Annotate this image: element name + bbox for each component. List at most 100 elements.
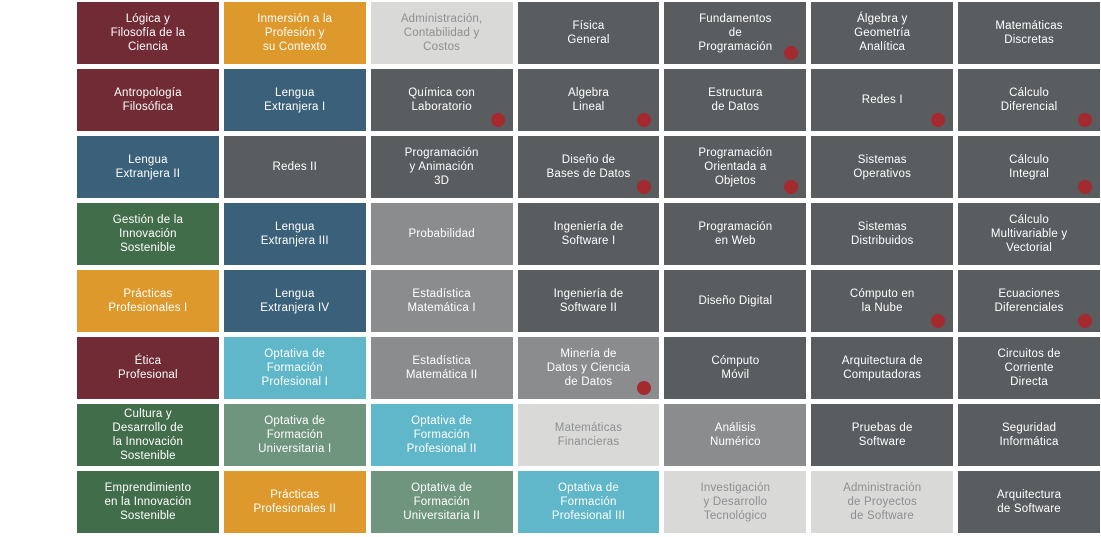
- course-tile[interactable]: Cultura y Desarrollo de la Innovación So…: [77, 404, 219, 466]
- course-tile[interactable]: Optativa de Formación Profesional III: [517, 471, 660, 533]
- course-tile[interactable]: Optativa de Formación Universitaria I: [223, 404, 366, 466]
- course-tile[interactable]: Investigación y Desarrollo Tecnológico: [664, 471, 807, 533]
- status-dot-icon: [931, 113, 946, 127]
- course-tile[interactable]: Antropología Filosófica: [77, 69, 219, 131]
- course-title: Estadística Matemática II: [405, 355, 478, 381]
- course-tile[interactable]: Cálculo Integral: [958, 136, 1100, 198]
- course-tile[interactable]: Diseño Digital: [664, 270, 807, 332]
- course-title: Inmersión a la Profesión y su Contexto: [257, 13, 333, 53]
- course-title: Ingeniería de Software I: [553, 221, 624, 247]
- course-title: Gestión de la Innovación Sostenible: [112, 214, 184, 254]
- course-tile[interactable]: Probabilidad: [370, 203, 513, 265]
- course-tile[interactable]: Administración, Contabilidad y Costos: [370, 2, 513, 64]
- course-tile[interactable]: Prácticas Profesionales I: [77, 270, 219, 332]
- course-title: Arquitectura de Computadoras: [841, 355, 923, 381]
- course-tile[interactable]: Circuitos de Corriente Directa: [958, 337, 1100, 399]
- course-tile[interactable]: Ética Profesional: [77, 337, 219, 399]
- course-tile[interactable]: Sistemas Distribuidos: [811, 203, 954, 265]
- course-title: Redes II: [272, 161, 317, 173]
- course-tile[interactable]: Lógica y Filosofía de la Ciencia: [77, 2, 219, 64]
- course-tile[interactable]: Matemáticas Discretas: [958, 2, 1100, 64]
- course-title: Antropología Filosófica: [114, 87, 182, 113]
- course-title: Redes I: [861, 94, 903, 106]
- course-title: Optativa de Formación Profesional II: [406, 415, 477, 455]
- course-tile[interactable]: Física General: [517, 2, 660, 64]
- course-title: Probabilidad: [408, 228, 475, 240]
- course-tile[interactable]: Redes I: [811, 69, 954, 131]
- course-title: Cultura y Desarrollo de la Innovación So…: [112, 408, 184, 462]
- course-tile[interactable]: Lengua Extranjera I: [223, 69, 366, 131]
- course-tile[interactable]: Optativa de Formación Universitaria II: [370, 471, 513, 533]
- course-title: Sistemas Distribuidos: [850, 221, 914, 247]
- course-title: Matemáticas Financieras: [554, 422, 623, 448]
- course-tile[interactable]: Cómputo en la Nube: [811, 270, 954, 332]
- status-dot-icon: [1078, 180, 1092, 194]
- course-tile[interactable]: Redes II: [223, 136, 366, 198]
- course-title: Análisis Numérico: [709, 422, 761, 448]
- course-title: Química con Laboratorio: [408, 87, 476, 113]
- course-tile[interactable]: Fundamentos de Programación: [664, 2, 807, 64]
- course-tile[interactable]: Lengua Extranjera IV: [223, 270, 366, 332]
- course-tile[interactable]: Prácticas Profesionales II: [223, 471, 366, 533]
- course-title: Física General: [567, 20, 610, 46]
- course-title: Optativa de Formación Profesional III: [551, 482, 626, 522]
- course-tile[interactable]: Programación y Animación 3D: [370, 136, 513, 198]
- course-title: Cálculo Multivariable y Vectorial: [990, 214, 1068, 254]
- course-tile[interactable]: Inmersión a la Profesión y su Contexto: [223, 2, 366, 64]
- status-dot-icon: [784, 46, 799, 60]
- course-tile[interactable]: Estadística Matemática I: [370, 270, 513, 332]
- course-title: Prácticas Profesionales II: [253, 489, 336, 515]
- course-title: Sistemas Operativos: [853, 154, 912, 180]
- course-title: Cálculo Integral: [1009, 154, 1050, 180]
- course-title: Fundamentos de Programación: [698, 13, 773, 53]
- course-tile[interactable]: Pruebas de Software: [811, 404, 954, 466]
- course-title: Programación Orientada a Objetos: [698, 147, 773, 187]
- course-tile[interactable]: Estructura de Datos: [664, 69, 807, 131]
- status-dot-icon: [1078, 314, 1092, 328]
- course-tile[interactable]: Optativa de Formación Profesional II: [370, 404, 513, 466]
- course-title: Administración, Contabilidad y Costos: [400, 13, 483, 53]
- status-dot-icon: [784, 180, 799, 194]
- course-tile[interactable]: Minería de Datos y Ciencia de Datos: [517, 337, 660, 399]
- course-tile[interactable]: Análisis Numérico: [664, 404, 807, 466]
- course-title: Cómputo en la Nube: [849, 288, 915, 314]
- course-title: Minería de Datos y Ciencia de Datos: [546, 348, 631, 388]
- course-title: Lógica y Filosofía de la Ciencia: [110, 13, 186, 53]
- course-title: Lengua Extranjera IV: [260, 288, 330, 314]
- course-tile[interactable]: Programación Orientada a Objetos: [664, 136, 807, 198]
- course-tile[interactable]: Seguridad Informática: [958, 404, 1100, 466]
- course-tile[interactable]: Química con Laboratorio: [370, 69, 513, 131]
- course-title: Arquitectura de Software: [996, 489, 1062, 515]
- course-tile[interactable]: Cálculo Multivariable y Vectorial: [958, 203, 1100, 265]
- course-tile[interactable]: Lengua Extranjera II: [77, 136, 219, 198]
- course-tile[interactable]: Ecuaciones Diferenciales: [958, 270, 1100, 332]
- course-tile[interactable]: Matemáticas Financieras: [517, 404, 660, 466]
- course-title: Matemáticas Discretas: [995, 20, 1063, 46]
- course-tile[interactable]: Estadística Matemática II: [370, 337, 513, 399]
- course-tile[interactable]: Administración de Proyectos de Software: [811, 471, 954, 533]
- course-tile[interactable]: Cálculo Diferencial: [958, 69, 1100, 131]
- course-tile[interactable]: Ingeniería de Software II: [517, 270, 660, 332]
- course-tile[interactable]: Emprendimiento en la Innovación Sostenib…: [77, 471, 219, 533]
- course-tile[interactable]: Optativa de Formación Profesional I: [223, 337, 366, 399]
- course-tile[interactable]: Cómputo Móvil: [664, 337, 807, 399]
- course-tile[interactable]: Lengua Extranjera III: [223, 203, 366, 265]
- course-tile[interactable]: Sistemas Operativos: [811, 136, 954, 198]
- course-tile[interactable]: Programación en Web: [664, 203, 807, 265]
- course-tile[interactable]: Algebra Lineal: [517, 69, 660, 131]
- course-tile[interactable]: Arquitectura de Software: [958, 471, 1100, 533]
- course-title: Optativa de Formación Profesional I: [261, 348, 329, 388]
- course-title: Investigación y Desarrollo Tecnológico: [700, 482, 771, 522]
- course-title: Álgebra y Geometría Analítica: [854, 13, 911, 53]
- course-tile[interactable]: Diseño de Bases de Datos: [517, 136, 660, 198]
- curriculum-grid: Lógica y Filosofía de la Ciencia Inmersió…: [77, 2, 1100, 533]
- course-title: Pruebas de Software: [851, 422, 913, 448]
- course-tile[interactable]: Gestión de la Innovación Sostenible: [77, 203, 219, 265]
- course-title: Circuitos de Corriente Directa: [997, 348, 1061, 388]
- course-title: Estadística Matemática I: [407, 288, 476, 314]
- course-tile[interactable]: Ingeniería de Software I: [517, 203, 660, 265]
- course-tile[interactable]: Arquitectura de Computadoras: [811, 337, 954, 399]
- course-title: Lengua Extranjera III: [260, 221, 329, 247]
- course-tile[interactable]: Álgebra y Geometría Analítica: [811, 2, 954, 64]
